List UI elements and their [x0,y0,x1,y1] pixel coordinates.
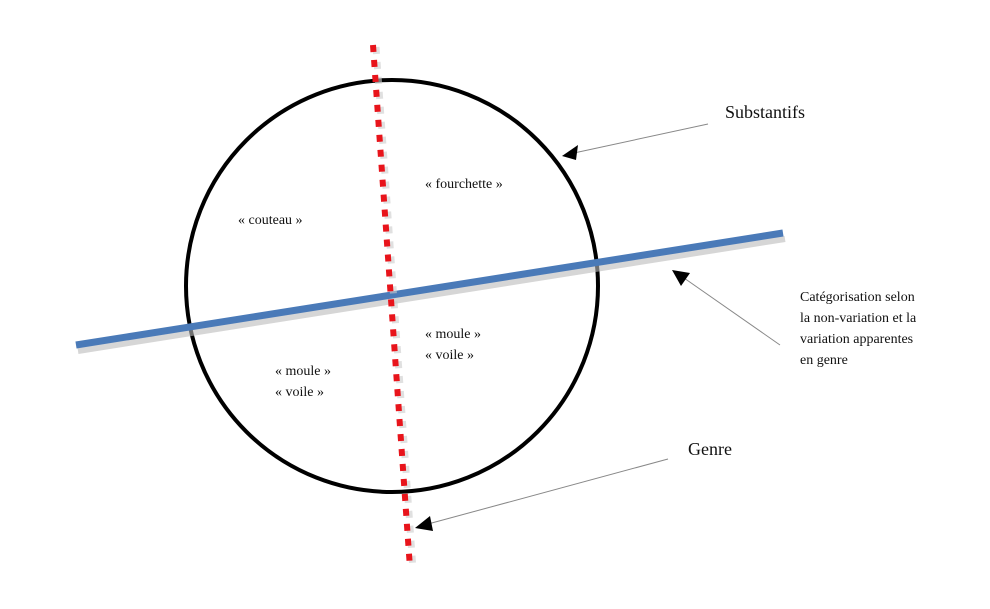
categorisation-label-line-3: variation apparentes [800,332,913,347]
categorisation-arrow [672,270,781,346]
categorisation-label-line-1: Catégorisation selon [800,290,915,305]
genre-label: Genre [688,439,732,459]
quadrant-bottom-left-word-1: « moule » [275,364,331,379]
categorisation-line [75,229,784,349]
categorisation-label-line-4: en genre [800,353,848,368]
quadrant-bottom-right-word-2: « voile » [425,348,474,363]
substantifs-label: Substantifs [725,102,805,122]
categorisation-label-line-2: la non-variation et la [800,311,917,326]
quadrant-top-left-word: « couteau » [238,213,303,228]
quadrant-bottom-right-word-1: « moule » [425,327,481,342]
categorisation-line-shadow [77,236,786,354]
substantifs-circle [184,78,600,494]
substantifs-arrow [562,123,709,160]
quadrant-top-right-word: « fourchette » [425,177,503,192]
genre-line [370,44,413,569]
genre-arrow [415,458,669,531]
quadrant-bottom-left-word-2: « voile » [275,385,324,400]
